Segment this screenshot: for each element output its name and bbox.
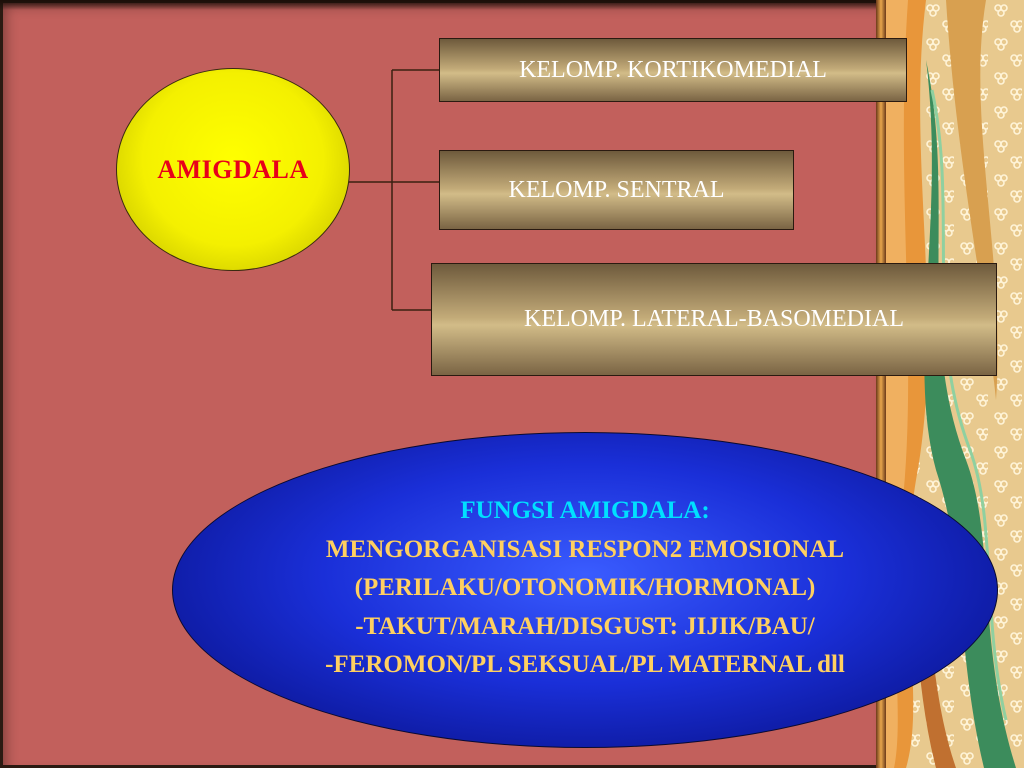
function-text-block: FUNGSI AMIGDALA: MENGORGANISASI RESPON2 …	[172, 492, 998, 685]
group-box-kortikomedial: KELOMP. KORTIKOMEDIAL	[439, 38, 907, 102]
function-line-3: -TAKUT/MARAH/DISGUST: JIJIK/BAU/	[355, 612, 815, 640]
function-line-2: (PERILAKU/OTONOMIK/HORMONAL)	[354, 574, 816, 601]
amigdala-root-node: AMIGDALA	[116, 68, 350, 271]
group-label-kortikomedial: KELOMP. KORTIKOMEDIAL	[519, 56, 827, 83]
group-box-sentral: KELOMP. SENTRAL	[439, 150, 794, 230]
group-label-sentral: KELOMP. SENTRAL	[508, 176, 725, 203]
group-label-lateral-basomedial: KELOMP. LATERAL-BASOMEDIAL	[524, 306, 904, 332]
connector-lines	[349, 69, 439, 311]
group-box-lateral-basomedial: KELOMP. LATERAL-BASOMEDIAL	[431, 263, 997, 376]
function-ellipse	[172, 432, 998, 748]
function-title: FUNGSI AMIGDALA:	[460, 497, 710, 524]
frame-stripe	[876, 0, 886, 768]
function-line-1: MENGORGANISASI RESPON2 EMOSIONAL	[325, 535, 845, 563]
top-shadow	[0, 0, 880, 10]
amigdala-root-label: AMIGDALA	[157, 154, 309, 184]
function-line-4: -FEROMON/PL SEKSUAL/PL MATERNAL dll	[325, 651, 845, 678]
